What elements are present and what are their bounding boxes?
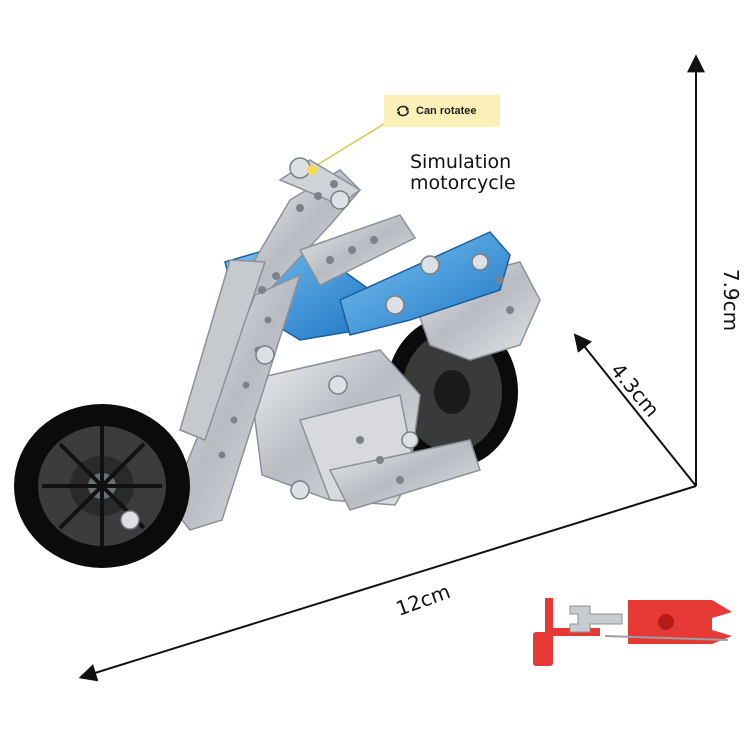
red-wrench [628, 600, 732, 644]
motorcycle-model [14, 157, 541, 568]
product-caption: Simulation motorcycle [410, 152, 550, 194]
depth-arrow [573, 333, 697, 487]
front-wheel [14, 404, 190, 568]
screwdriver-shaft [604, 635, 729, 641]
silver-spanner [569, 605, 623, 633]
callout-text: Can rotatee [416, 105, 477, 117]
hex-key-grip [533, 632, 553, 666]
front-fork-back [179, 259, 267, 441]
caption-line-2: motorcycle [410, 172, 516, 194]
middle-frame-bar [298, 214, 417, 286]
rear-swing-arm [328, 439, 481, 511]
rotating-joint [307, 165, 317, 175]
caption-line-1: Simulation [410, 151, 512, 173]
blue-seat [339, 231, 511, 336]
height-label: 7.9cm [719, 268, 744, 332]
tool-accessory [533, 598, 732, 666]
length-arrow [78, 485, 697, 682]
rotate-callout: Can rotatee [384, 95, 500, 127]
rotate-arrows-icon [397, 105, 409, 117]
dimension-arrows [78, 54, 705, 682]
callout-leader [311, 123, 385, 169]
